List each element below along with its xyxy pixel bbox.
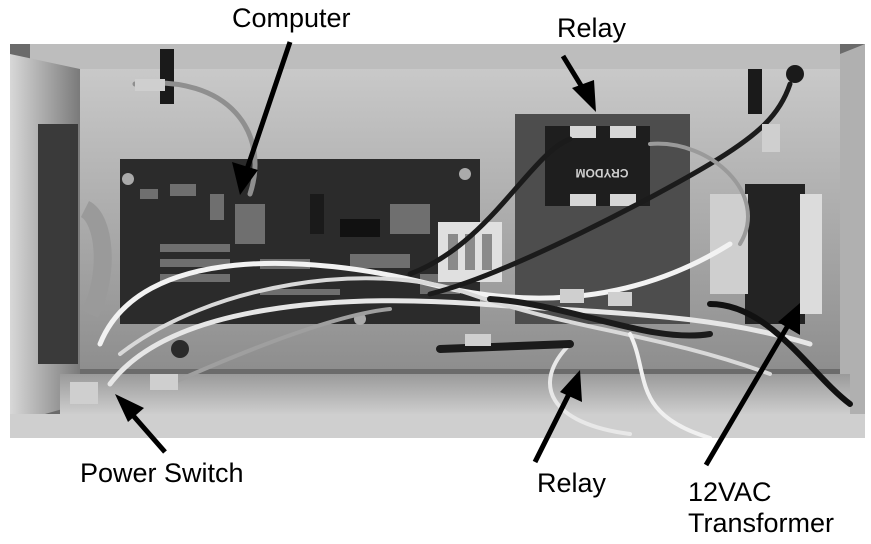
standoff-post: [786, 65, 804, 83]
terminal-block-slot: [482, 234, 492, 270]
top-relay-body: [545, 126, 650, 206]
standoff-post: [160, 49, 174, 104]
relay-terminal: [610, 126, 636, 138]
board-mount-screw: [459, 168, 471, 180]
power-switch-label: Power Switch: [80, 458, 244, 489]
relay-top-label: Relay: [557, 13, 627, 44]
transformer-label-line2: Transformer: [688, 508, 835, 539]
relay-terminal: [570, 194, 596, 206]
standoff-post: [748, 69, 762, 114]
relay-terminal: [570, 126, 596, 138]
wire-connectors: [70, 79, 780, 404]
board-mount-screw: [122, 173, 134, 185]
enclosure-top-lip: [30, 44, 840, 72]
standoff-post: [171, 340, 189, 358]
transformer-body: [745, 184, 805, 324]
relay-bottom-label: Relay: [537, 468, 607, 499]
control-panel-illustration: CRYDOM: [10, 44, 865, 438]
computer-label: Computer: [232, 3, 351, 34]
transformer-label-line1: 12VAC: [688, 477, 772, 508]
terminal-block-slot: [465, 234, 475, 270]
relay-terminal: [610, 194, 636, 206]
enclosure-right-wall: [840, 44, 865, 438]
enclosure-base: [10, 414, 865, 438]
control-panel-photo: CRYDOM: [10, 44, 865, 438]
top-relay-marking: CRYDOM: [576, 166, 629, 180]
transformer-core: [800, 194, 822, 314]
left-connector-strip: [38, 124, 78, 364]
ribbon-cable: [79, 200, 112, 319]
